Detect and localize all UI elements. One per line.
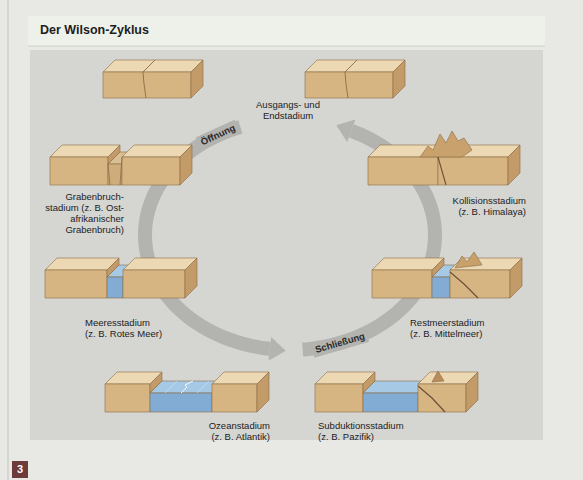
stage-label: Ozeanstadium (z. B. Atlantik) — [190, 421, 270, 443]
block-diagram — [105, 372, 269, 412]
slab-side — [191, 60, 203, 98]
slab-top — [103, 60, 203, 72]
mountains — [420, 131, 472, 157]
slab-front — [103, 72, 191, 98]
suture-line — [438, 157, 446, 185]
fault-line — [108, 164, 110, 185]
slab-front — [418, 384, 466, 412]
rift-wall — [150, 372, 162, 393]
slab-front — [105, 384, 150, 412]
slab-top — [372, 258, 444, 270]
block-diagram — [45, 258, 197, 298]
slab-front — [45, 270, 107, 298]
slab-front — [50, 157, 108, 185]
slab-front — [315, 384, 363, 412]
arrow-head — [336, 120, 355, 143]
block-diagram — [372, 252, 522, 298]
header-rule — [28, 46, 545, 47]
stage-label: Ausgangs- und Endstadium — [253, 100, 323, 122]
slab-side — [257, 372, 269, 412]
stage-label: Grabenbruch- stadium (z. B. Ost- afrikan… — [40, 192, 124, 236]
volcano — [432, 371, 444, 382]
subducting-plate — [418, 386, 445, 412]
slab-side — [393, 60, 405, 98]
slab-top — [45, 258, 119, 270]
rift-wall — [107, 258, 119, 277]
block-diagram — [50, 145, 192, 185]
slab-front — [305, 72, 393, 98]
slab-front — [107, 277, 123, 298]
slab-front — [432, 277, 450, 298]
slab-front — [363, 393, 418, 412]
fault-line — [143, 60, 155, 72]
header-band — [28, 16, 545, 46]
arrow-head — [268, 337, 285, 361]
slab-top — [123, 258, 197, 270]
block-diagram — [368, 131, 520, 185]
slab-front — [122, 157, 180, 185]
slab-front — [368, 157, 438, 185]
fault-line — [120, 157, 122, 185]
slab-side — [466, 372, 478, 412]
slab-front — [450, 270, 510, 298]
slab-front — [212, 384, 257, 412]
block-diagram — [103, 60, 203, 98]
figure-number: 3 — [12, 461, 28, 478]
stage-label: Subduktionsstadium (z. B. Pazifik) — [318, 421, 418, 443]
slab-side — [510, 258, 522, 298]
fault-line — [143, 72, 146, 98]
fault-line — [345, 72, 348, 98]
ocean-ridge — [181, 381, 193, 393]
block-diagram — [315, 371, 478, 412]
slab-front — [438, 157, 508, 185]
slab-front — [150, 393, 212, 412]
ridge-stripe — [165, 381, 177, 393]
rift-wall — [108, 145, 120, 164]
slab-side — [508, 145, 520, 185]
illustrations — [45, 60, 522, 412]
block-diagram — [305, 60, 405, 98]
slab-top — [305, 60, 405, 72]
subducting-plate — [450, 272, 478, 298]
stage-label: Restmeerstadium (z. B. Mittelmeer) — [410, 318, 502, 340]
stage-label: Kollisionsstadium (z. B. Himalaya) — [442, 196, 526, 218]
slab-front — [372, 270, 432, 298]
stage-label: Meeresstadium (z. B. Rotes Meer) — [85, 318, 169, 340]
page-edge — [8, 0, 9, 480]
slab-side — [180, 145, 192, 185]
figure-panel — [30, 50, 543, 440]
fault-line — [345, 60, 357, 72]
rift-wall — [432, 258, 444, 277]
figure-title: Der Wilson-Zyklus — [40, 23, 149, 37]
slab-side — [185, 258, 197, 298]
ridge-stripe — [197, 381, 209, 393]
rift-wall — [363, 372, 375, 393]
slab-front — [123, 270, 185, 298]
mountains — [455, 252, 482, 268]
